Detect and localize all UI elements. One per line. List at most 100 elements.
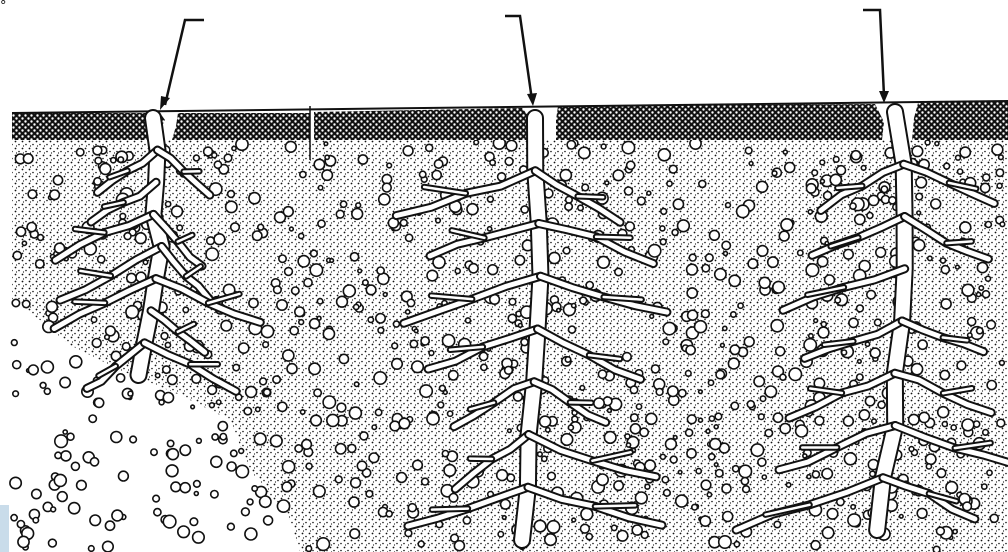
pebble	[953, 530, 957, 534]
pebble	[941, 266, 949, 274]
pebble	[708, 380, 713, 385]
pebble	[714, 425, 718, 429]
pebble	[982, 484, 987, 489]
pebble	[716, 370, 724, 378]
pebble	[741, 478, 748, 485]
pebble	[376, 314, 385, 323]
pebble	[67, 433, 74, 440]
pebble	[987, 320, 996, 329]
pebble	[163, 515, 176, 528]
pebble	[379, 194, 390, 205]
pebble	[719, 536, 731, 548]
pebble	[349, 407, 361, 419]
pebble	[822, 527, 833, 538]
pebble	[779, 231, 789, 241]
pebble	[771, 320, 783, 332]
pebble	[622, 141, 634, 153]
pebble	[935, 142, 939, 146]
pebble	[314, 486, 326, 498]
pebble	[867, 213, 873, 219]
pebble	[514, 392, 523, 401]
pebble	[220, 434, 226, 440]
pebble	[783, 150, 787, 154]
pebble	[168, 375, 177, 384]
pebble	[488, 227, 492, 231]
pebble	[218, 422, 227, 431]
pebble	[490, 160, 495, 165]
pebble	[925, 140, 930, 145]
pebble	[375, 409, 381, 415]
middle-well-twig	[595, 505, 635, 506]
pebble	[569, 326, 576, 333]
pebble	[274, 286, 282, 294]
pebble	[466, 318, 471, 323]
pebble	[689, 254, 696, 261]
pebble	[630, 424, 640, 434]
pebble	[412, 361, 424, 373]
pebble	[926, 454, 936, 464]
pebble	[436, 218, 441, 223]
pebble	[100, 163, 111, 174]
pebble	[214, 234, 225, 245]
pebble	[656, 389, 663, 396]
pebble	[63, 430, 67, 434]
pebble	[626, 443, 630, 447]
pebble	[167, 449, 178, 460]
pebble	[963, 502, 972, 511]
pebble	[768, 257, 778, 267]
pebble	[722, 484, 731, 493]
pebble	[322, 170, 332, 180]
pebble	[386, 511, 392, 517]
pebble	[835, 298, 840, 303]
pebble	[658, 149, 670, 161]
pebble	[754, 376, 764, 386]
pebble	[960, 222, 971, 233]
pebble	[426, 144, 433, 151]
pebble	[844, 250, 854, 260]
pebble	[996, 169, 1003, 176]
middle-well-twig	[596, 237, 630, 238]
pebble	[372, 425, 376, 429]
pebble	[283, 350, 294, 361]
pebble	[765, 429, 772, 436]
pebble	[383, 293, 387, 297]
pebble	[327, 414, 339, 426]
pebble	[11, 340, 17, 346]
pebble	[299, 320, 304, 325]
pebble	[946, 482, 958, 494]
pebble	[776, 347, 785, 356]
pebble	[252, 486, 257, 491]
pebble	[95, 157, 102, 164]
pebble	[724, 252, 728, 256]
pebble	[858, 360, 862, 364]
pebble	[211, 456, 222, 467]
pebble	[206, 248, 218, 260]
pebble	[557, 308, 561, 312]
pebble	[311, 415, 322, 426]
pebble	[311, 250, 318, 257]
pebble	[71, 462, 79, 470]
pebble	[112, 510, 123, 521]
pebble	[679, 390, 686, 397]
pebble	[190, 518, 198, 526]
pebble	[780, 424, 790, 434]
pebble	[669, 165, 677, 173]
pebble	[715, 413, 722, 420]
pebble	[292, 287, 299, 294]
pebble	[449, 494, 458, 503]
pebble	[363, 280, 368, 285]
pebble	[957, 361, 966, 370]
pebble	[90, 458, 98, 466]
pebble	[429, 351, 434, 356]
pebble	[992, 144, 1003, 155]
pebble	[420, 385, 432, 397]
pebble	[498, 532, 503, 537]
pebble	[488, 196, 494, 202]
pebble	[937, 527, 945, 535]
pebble	[990, 514, 998, 522]
pebble	[392, 359, 403, 370]
pebble	[227, 462, 236, 471]
pebble	[77, 149, 84, 156]
